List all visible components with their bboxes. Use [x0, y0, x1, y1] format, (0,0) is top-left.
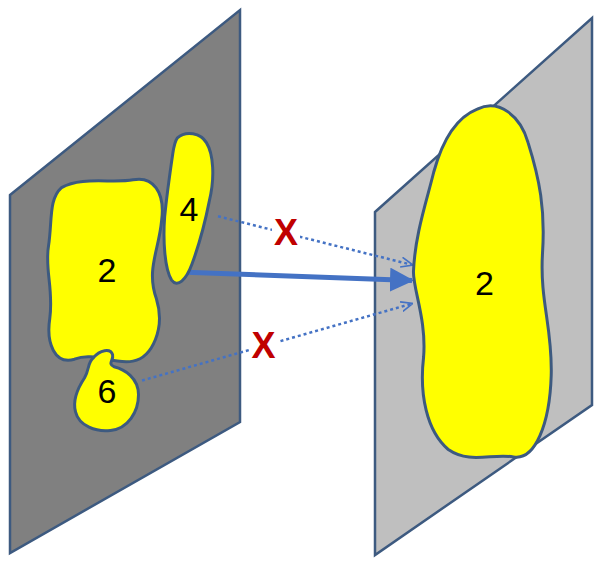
dotted-arrow: [218, 216, 412, 265]
region-blob: 4: [160, 130, 218, 288]
right-plane: [375, 18, 592, 555]
left-plane: [10, 10, 240, 553]
region-number: 4: [180, 192, 199, 226]
region-number: 6: [98, 374, 117, 408]
cross-mark: X: [249, 328, 277, 364]
region-blob: 2: [42, 172, 172, 367]
region-blob: 2: [412, 98, 557, 468]
solid-arrow: [172, 272, 412, 281]
region-number: 2: [475, 266, 494, 300]
dotted-arrow: [142, 304, 412, 381]
region-number: 2: [98, 253, 117, 287]
region-blob: 6: [72, 348, 142, 433]
cross-mark: X: [272, 215, 300, 251]
